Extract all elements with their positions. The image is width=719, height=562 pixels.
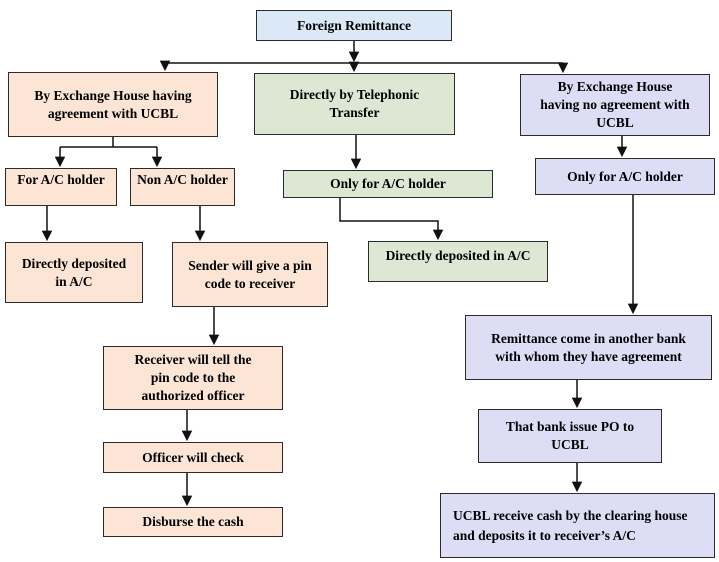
node-officer-will-check: Officer will check — [103, 442, 283, 473]
node-foreign-remittance: Foreign Remittance — [256, 10, 452, 41]
node-sender-pin-code: Sender will give a pin code to receiver — [172, 242, 328, 307]
node-directly-deposited-agreement: Directly deposited in A/C — [5, 242, 143, 303]
node-receiver-tell-pin: Receiver will tell the pin code to the a… — [103, 346, 283, 410]
node-disburse-cash: Disburse the cash — [103, 507, 283, 537]
node-exchange-house-agreement: By Exchange House having agreement with … — [8, 72, 218, 137]
node-only-ac-holder-telephonic: Only for A/C holder — [283, 170, 493, 198]
node-only-ac-holder-no-agreement: Only for A/C holder — [535, 158, 715, 195]
node-non-ac-holder: Non A/C holder — [130, 168, 235, 206]
node-exchange-house-no-agreement: By Exchange House having no agreement wi… — [520, 74, 710, 136]
node-bank-issue-po: That bank issue PO to UCBL — [478, 409, 662, 463]
node-directly-deposited-telephonic: Directly deposited in A/C — [368, 241, 548, 282]
node-remittance-other-bank: Remittance come in another bank with who… — [465, 315, 712, 380]
node-telephonic-transfer: Directly by Telephonic Transfer — [254, 73, 455, 135]
node-for-ac-holder: For A/C holder — [5, 168, 117, 206]
node-ucbl-receive-cash: UCBL receive cash by the clearing house … — [440, 493, 715, 558]
